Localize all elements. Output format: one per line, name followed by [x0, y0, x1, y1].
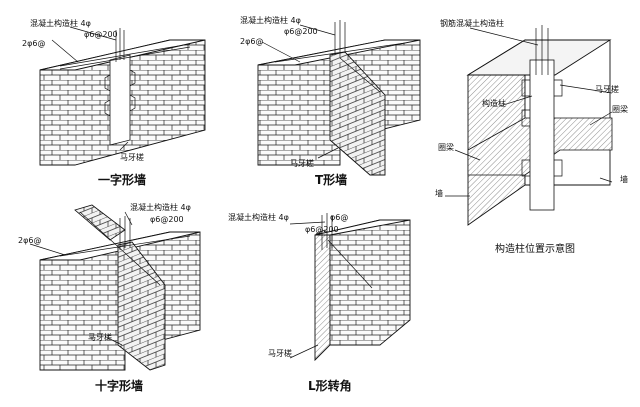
- cross-wall-back-wing: [74, 204, 126, 241]
- yizi-caption: 一字形墙: [98, 172, 146, 187]
- cross-wall-wing: [117, 241, 166, 371]
- l-label-stirrup: φ6@200: [305, 225, 339, 234]
- cross-label-maya: 马牙槎: [88, 332, 112, 342]
- cross-label-tie: 2φ6@: [18, 236, 41, 245]
- position-label-rc-column: 钢筋混凝土构造柱: [440, 18, 504, 28]
- l-wall-side: [314, 231, 331, 362]
- l-label-rebar: φ6@: [330, 213, 348, 222]
- position-label-wall-left: 墙: [435, 188, 443, 198]
- cross-rebar: [59, 211, 191, 286]
- panel-yizi-wall: 混凝土构造柱 4φ φ6@200 2φ6@ 马牙槎 一字形墙: [22, 18, 206, 187]
- panel-column-position: 钢筋混凝土构造柱 构造柱 马牙槎 圈梁 圈梁 墙 墙 构造柱位置示意图: [435, 18, 628, 255]
- panel-cross-wall: 混凝土构造柱 4φ φ6@200 2φ6@ 马牙槎 十字形墙: [18, 202, 201, 393]
- position-rebar: [535, 25, 549, 75]
- position-caption: 构造柱位置示意图: [495, 242, 575, 255]
- position-label-wall-right: 墙: [620, 174, 628, 184]
- position-label-column: 构造柱: [482, 98, 506, 108]
- t-label-tie: 2φ6@: [240, 37, 263, 46]
- l-label-maya: 马牙槎: [268, 348, 292, 358]
- position-label-ring-right: 圈梁: [612, 105, 628, 114]
- t-rebar: [274, 20, 406, 93]
- l-caption: L形转角: [308, 378, 352, 393]
- yizi-rebar: [59, 28, 191, 70]
- position-wall-top: [466, 39, 612, 76]
- t-label-concrete: 混凝土构造柱 4φ: [240, 15, 301, 25]
- l-rebar: [321, 213, 373, 289]
- yizi-label-maya: 马牙槎: [120, 152, 144, 162]
- yizi-label-concrete: 混凝土构造柱 4φ: [30, 18, 91, 28]
- l-label-concrete: 混凝土构造柱 4φ: [228, 212, 289, 222]
- t-caption: T形墙: [315, 172, 347, 187]
- yizi-label-stirrup: φ6@200: [84, 30, 118, 39]
- t-label-maya: 马牙槎: [290, 158, 314, 168]
- panel-l-corner: 混凝土构造柱 4φ φ6@ φ6@200 马牙槎 L形转角: [228, 212, 411, 393]
- cross-label-stirrup: φ6@200: [150, 215, 184, 224]
- l-wall-top: [314, 219, 411, 236]
- t-label-stirrup: φ6@200: [284, 27, 318, 36]
- yizi-column-slot: [109, 54, 131, 146]
- cross-label-concrete: 混凝土构造柱 4φ: [130, 202, 191, 212]
- position-label-ring-left: 圈梁: [438, 143, 454, 152]
- l-wall-front: [329, 219, 411, 346]
- position-column: [529, 59, 555, 211]
- panel-t-wall: 混凝土构造柱 4φ φ6@200 2φ6@ 马牙槎 T形墙: [240, 15, 421, 187]
- yizi-label-tie: 2φ6@: [22, 39, 45, 48]
- position-label-maya: 马牙槎: [595, 84, 619, 94]
- cross-caption: 十字形墙: [95, 378, 143, 393]
